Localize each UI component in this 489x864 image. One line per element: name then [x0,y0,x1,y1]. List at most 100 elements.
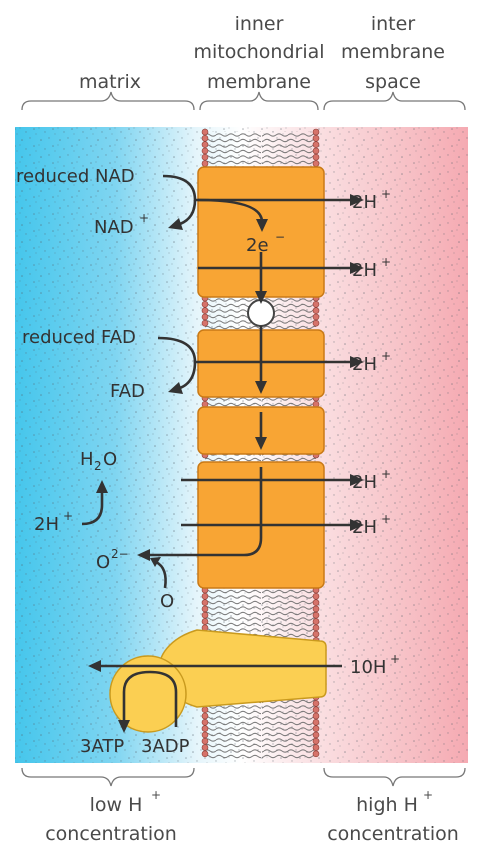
lipid-head [201,135,209,142]
proton-pump-label-5: 2H + [352,512,391,538]
lipid-head [312,718,320,726]
lipid-head [201,592,209,600]
proton-pump-label-4: 2H + [352,467,391,493]
lipid-head [312,624,320,632]
lipid-head [312,611,320,619]
lipid-head [201,718,209,726]
proton-pump-label-2: 2H + [352,255,391,281]
svg-text:+: + [381,255,391,269]
lipid-head [312,147,320,155]
fad-release-arrow [179,361,197,390]
membrane-header-brace [199,91,319,111]
svg-text:concentration: concentration [327,823,459,845]
svg-text:2H: 2H [352,192,377,213]
svg-text:+: + [63,509,73,523]
svg-text:high H: high H [356,794,418,816]
lipid-head [201,141,209,148]
atp-synthase [109,629,327,733]
lipid-head [312,153,320,161]
lipid-head [312,160,320,167]
svg-text:2H: 2H [352,354,377,375]
svg-text:2H: 2H [352,472,377,493]
atp-label: 3ATP [80,736,124,757]
svg-text:O: O [96,552,110,573]
lipid-head [312,319,320,327]
lipid-head [201,712,209,720]
svg-text:10H: 10H [350,657,386,678]
proton-pump-label-3: 2H + [352,349,391,375]
svg-text:inter: inter [371,13,415,35]
svg-text:2−: 2− [111,547,129,561]
svg-text:+: + [151,788,161,802]
svg-text:2H: 2H [34,514,59,535]
svg-text:inner: inner [235,13,284,35]
lipid-head [312,725,320,732]
svg-text:membrane: membrane [341,41,445,63]
lipid-head [201,300,209,308]
fad-label: FAD [110,381,145,402]
svg-text:+: + [381,187,391,201]
lipid-head [201,128,209,136]
space-header-brace [323,91,466,111]
svg-text:membrane: membrane [207,71,311,93]
svg-text:+: + [390,652,400,666]
lipid-head [312,599,320,606]
nad-release-arrow [179,199,197,226]
lipid-head [312,630,320,638]
lipid-head [312,706,320,714]
lipid-head [312,135,320,142]
svg-text:+: + [381,467,391,481]
lipid-head [201,611,209,619]
water-formation-arrow [81,488,104,526]
lipid-head [312,605,320,613]
membrane-header: inner mitochondrial membrane [193,13,324,93]
reduced-nad-label: reduced NAD [16,166,135,187]
lipid-head [201,750,209,758]
proton-return-label: 10H + [350,652,400,678]
electron-to-oxygen-arrow [148,467,263,557]
lipid-head [312,592,320,600]
lipid-head [312,744,320,751]
intermembrane-space-header: inter membrane space [341,13,445,93]
lipid-head [312,731,320,739]
low-concentration-brace [21,767,195,787]
lipid-head [312,712,320,720]
lipid-head [201,731,209,739]
lipid-head [201,147,209,155]
svg-text:low H: low H [90,794,143,816]
superoxide-label: O 2− [96,547,129,573]
svg-text:+: + [139,211,149,225]
lipid-head [201,319,209,327]
lipid-head [201,313,209,321]
low-concentration-label: low H + concentration [45,788,177,845]
lipid-head [201,605,209,613]
lipid-head [312,750,320,758]
lipid-head [201,599,209,606]
proton-pump-label-1: 2H + [352,187,391,213]
oxygen-label: O [160,591,174,612]
lipid-head [201,307,209,314]
oxygen-reduction-arrow [155,560,167,589]
lipid-head [312,737,320,745]
svg-text:NAD: NAD [94,217,134,238]
matrix-header: matrix [79,71,141,93]
lipid-head [312,300,320,308]
svg-text:2H: 2H [352,260,377,281]
svg-text:2e: 2e [246,235,269,256]
svg-text:space: space [365,71,421,93]
svg-text:−: − [275,230,285,244]
svg-text:H: H [80,449,94,470]
high-concentration-brace [323,767,466,787]
proton-pump-arrow-3 [157,336,350,364]
reduced-fad-label: reduced FAD [22,327,136,348]
lipid-head [201,744,209,751]
matrix-header-brace [21,91,195,111]
water-label: H 2 O [80,449,117,473]
adp-label: 3ADP [141,736,190,757]
lipid-head [201,153,209,161]
lipid-head [201,706,209,714]
lipid-head [201,160,209,167]
lipid-head [312,141,320,148]
matrix-proton-label: 2H + [34,509,73,535]
